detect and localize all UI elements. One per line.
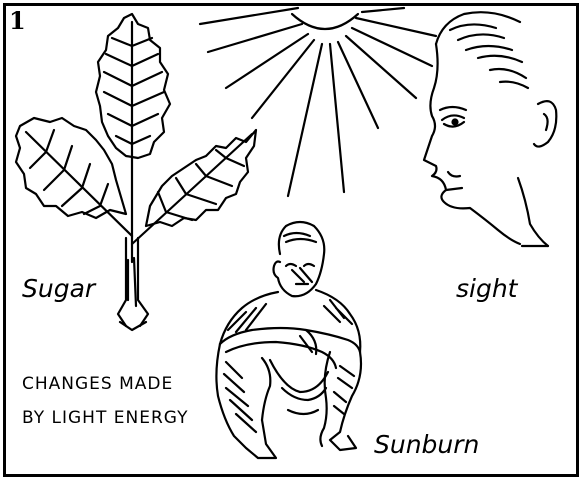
label-sight: sight — [456, 276, 518, 301]
face-profile-icon — [424, 12, 556, 246]
crouching-child-icon — [216, 222, 361, 458]
figure-number: 1 — [9, 9, 26, 33]
label-sugar: Sugar — [22, 276, 95, 301]
sun-icon — [200, 8, 436, 196]
caption-line-2: BY LIGHT ENERGY — [22, 410, 188, 427]
label-sunburn: Sunburn — [374, 432, 479, 457]
caption-line-1: CHANGES MADE — [22, 376, 173, 393]
